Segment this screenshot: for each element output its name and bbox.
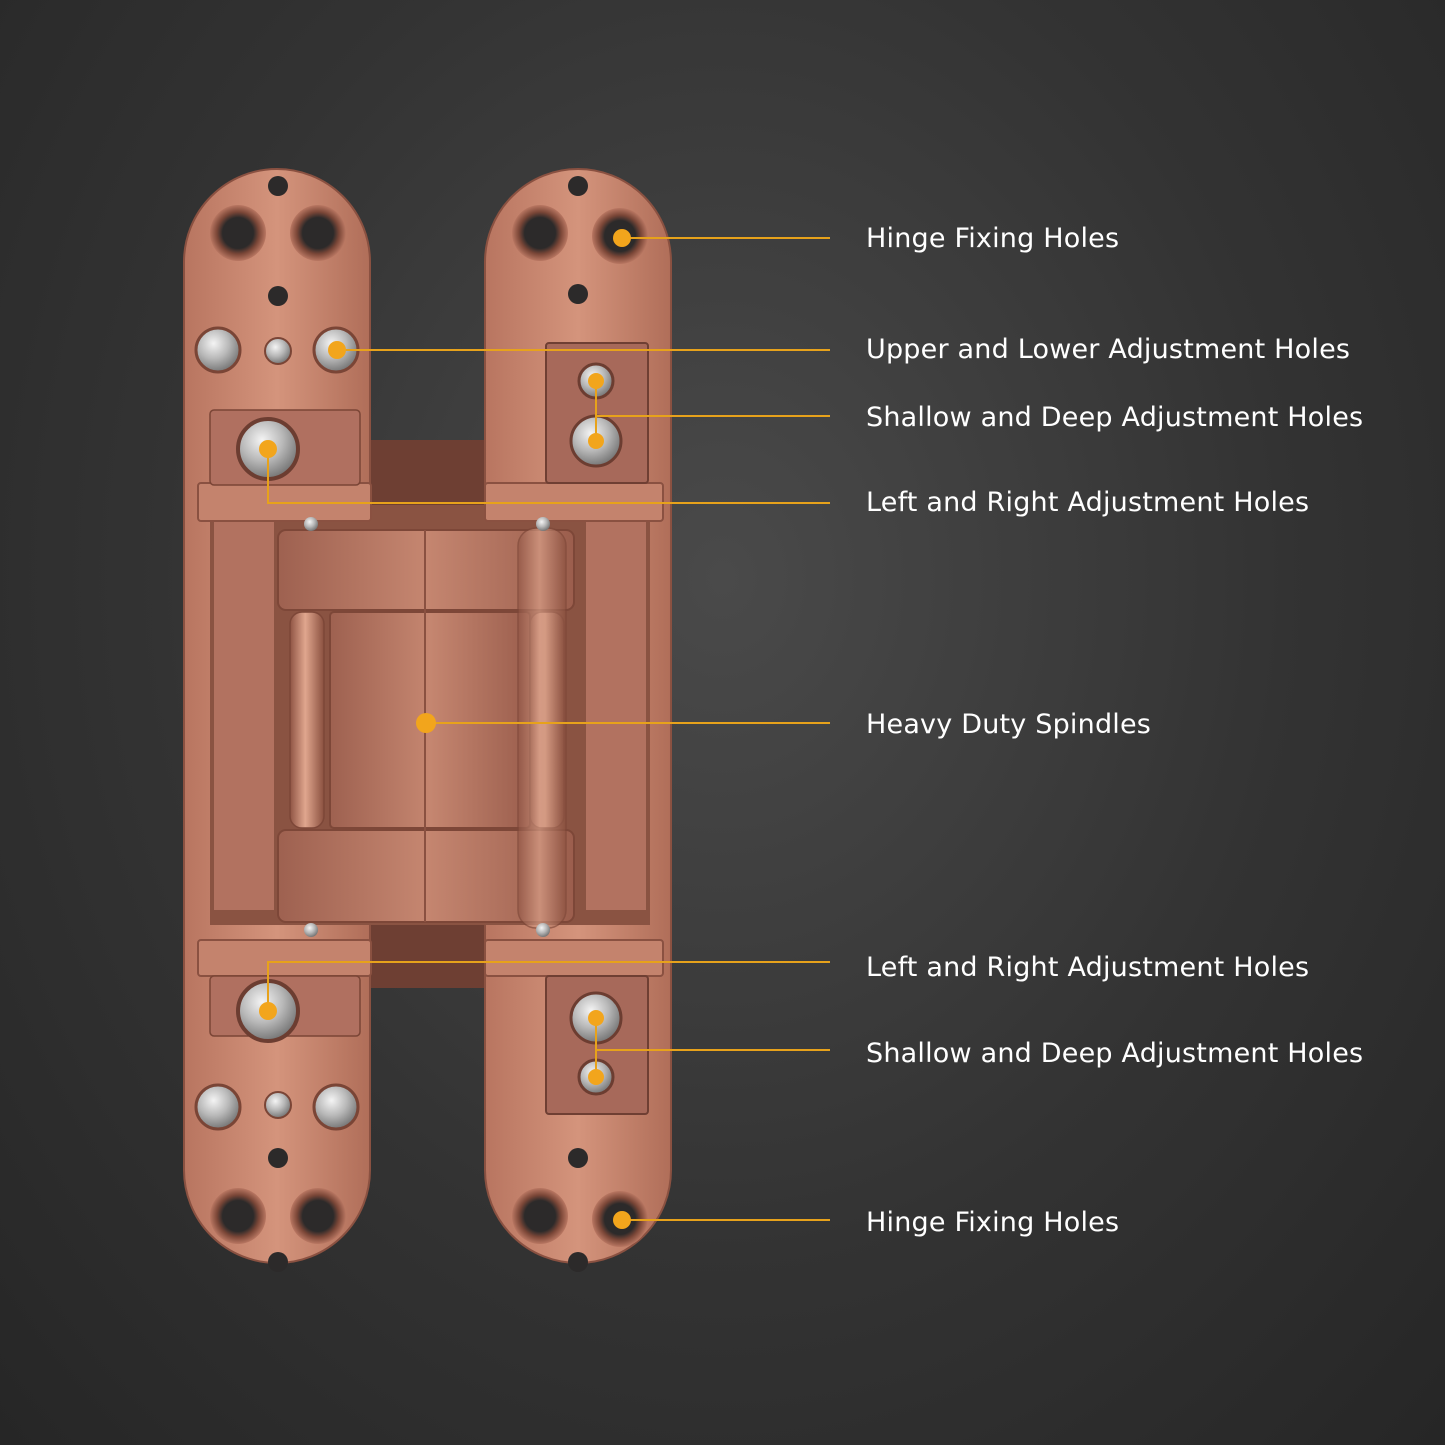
label-left-right-adjustment-holes-bottom: Left and Right Adjustment Holes bbox=[866, 952, 1310, 983]
fixing-holes bbox=[210, 176, 648, 1272]
callout-dot-icon bbox=[588, 1069, 604, 1085]
fixing-hole-icon bbox=[512, 1188, 568, 1244]
label-shallow-deep-adjustment-holes-bottom: Shallow and Deep Adjustment Holes bbox=[866, 1038, 1364, 1069]
fixing-hole-icon bbox=[568, 1148, 588, 1168]
rivet-icon bbox=[304, 923, 318, 937]
screw-icon bbox=[194, 326, 242, 374]
callout-dot-icon bbox=[613, 1211, 631, 1229]
screw-icon bbox=[312, 1083, 360, 1131]
spindle-right-outer bbox=[517, 527, 567, 929]
fixing-hole-icon bbox=[268, 286, 288, 306]
spindle-left bbox=[289, 611, 325, 829]
right-wall bbox=[586, 520, 646, 910]
fixing-hole-icon bbox=[268, 1148, 288, 1168]
label-heavy-duty-spindles: Heavy Duty Spindles bbox=[866, 709, 1152, 740]
callout-dot-icon bbox=[588, 433, 604, 449]
fixing-hole-icon bbox=[290, 205, 346, 261]
fixing-hole-icon bbox=[210, 205, 266, 261]
rivet-icon bbox=[536, 923, 550, 937]
callout-dot-icon bbox=[588, 373, 604, 389]
left-wall bbox=[214, 520, 274, 910]
fixing-hole-icon bbox=[568, 284, 588, 304]
fixing-hole-icon bbox=[268, 176, 288, 196]
fixing-hole-icon bbox=[268, 1252, 288, 1272]
callout-dot-icon bbox=[259, 1002, 277, 1020]
leader-line bbox=[595, 1018, 830, 1077]
leader-lines bbox=[267, 237, 830, 1221]
label-left-right-adjustment-holes-top: Left and Right Adjustment Holes bbox=[866, 487, 1310, 518]
callout-dots bbox=[259, 229, 631, 1229]
fixing-hole-icon bbox=[568, 1252, 588, 1272]
callout-dot-icon bbox=[588, 1010, 604, 1026]
right-bottom-bar bbox=[484, 939, 664, 977]
fixing-hole-icon bbox=[210, 1188, 266, 1244]
callout-dot-icon bbox=[259, 440, 277, 458]
leader-line bbox=[267, 449, 830, 504]
rivet-icon bbox=[304, 517, 318, 531]
screw-icon bbox=[264, 337, 292, 365]
leader-line bbox=[595, 381, 830, 441]
screw-icon bbox=[194, 1083, 242, 1131]
left-bottom-bar bbox=[197, 939, 372, 977]
callout-dot-icon bbox=[328, 341, 346, 359]
leader-line bbox=[267, 961, 830, 1011]
rivet-icon bbox=[536, 517, 550, 531]
fixing-hole-icon bbox=[568, 176, 588, 196]
label-upper-lower-adjustment-holes: Upper and Lower Adjustment Holes bbox=[866, 334, 1351, 365]
label-hinge-fixing-holes-top: Hinge Fixing Holes bbox=[866, 223, 1120, 254]
screw-icon bbox=[264, 1091, 292, 1119]
label-hinge-fixing-holes-bottom: Hinge Fixing Holes bbox=[866, 1207, 1120, 1238]
fixing-hole-icon bbox=[512, 205, 568, 261]
callout-dot-icon bbox=[613, 229, 631, 247]
callout-dot-icon bbox=[416, 713, 436, 733]
label-shallow-deep-adjustment-holes-top: Shallow and Deep Adjustment Holes bbox=[866, 402, 1364, 433]
fixing-hole-icon bbox=[290, 1188, 346, 1244]
